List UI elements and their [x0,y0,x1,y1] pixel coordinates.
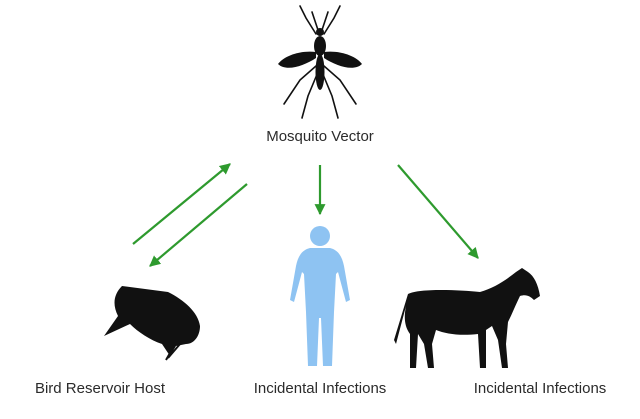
bird-icon [104,286,200,361]
human-incidental-label: Incidental Infections [253,380,387,397]
horse-icon [394,268,540,368]
arrow-bird-to-mosquito [132,163,231,245]
mosquito-icon [278,5,362,119]
arrow-mosquito-to-bird [149,183,248,267]
mosquito-vector-label: Mosquito Vector [266,128,374,145]
horse-incidental-label: Incidental Infections [473,380,607,397]
arrow-mosquito-to-horse [397,164,479,259]
bird-reservoir-label: Bird Reservoir Host [34,380,166,397]
human-icon [290,226,350,366]
